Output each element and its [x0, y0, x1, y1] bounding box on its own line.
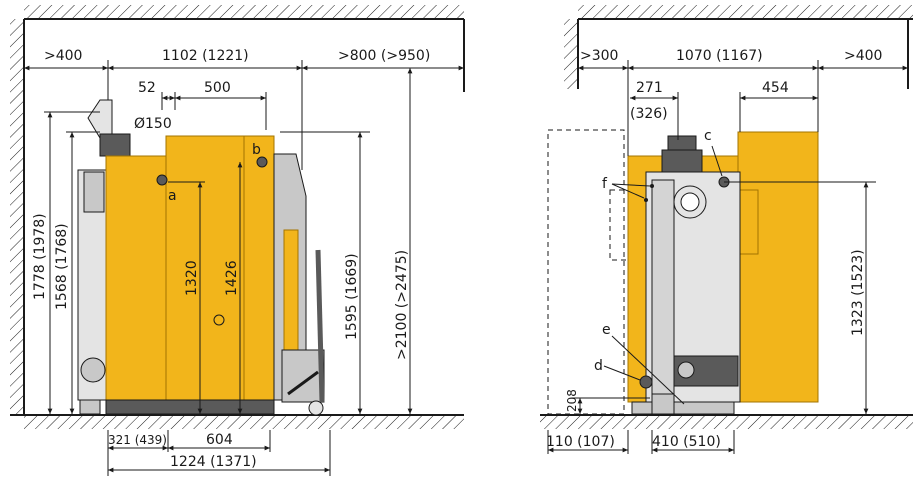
dim-right-clearance: >400: [844, 48, 882, 64]
label-c: c: [704, 128, 712, 144]
dim-271: 271: [636, 80, 663, 96]
dim-left-clearance: >400: [44, 48, 82, 64]
dim-boiler-width: 1070 (1167): [676, 48, 763, 64]
label-a: a: [168, 188, 177, 204]
left-dimension-texts: >400 1102 (1221) >800 (>950) 52 500 Ø150…: [32, 48, 430, 470]
dim-326: (326): [630, 106, 668, 122]
left-room-boundaries: [10, 5, 465, 429]
dim-height-1426: 1426: [224, 260, 240, 296]
right-dimension-texts: >300 1070 (1167) >400 271 (326) 454 1323…: [546, 48, 882, 450]
label-e: e: [602, 322, 611, 338]
dim-321: 321 (439): [108, 433, 167, 447]
dim-height-1568: 1568 (1768): [54, 223, 70, 310]
right-dimension-lines: [547, 60, 908, 454]
dim-height-2100: >2100 (>2475): [394, 250, 410, 360]
dim-52: 52: [138, 80, 156, 96]
dim-height-1595: 1595 (1669): [344, 253, 360, 340]
dim-flue-diameter: Ø150: [134, 116, 172, 132]
dim-110: 110 (107): [546, 434, 615, 450]
right-front-view: >300 1070 (1167) >400 271 (326) 454 1323…: [540, 5, 913, 454]
dim-height-1778: 1778 (1978): [32, 213, 48, 300]
dim-1224: 1224 (1371): [170, 454, 257, 470]
label-f: f: [602, 176, 608, 192]
right-boiler-body: [547, 129, 819, 415]
dim-height-1323: 1323 (1523): [850, 249, 866, 336]
dim-boiler-length: 1102 (1221): [162, 48, 249, 64]
right-room-boundaries: [540, 5, 913, 429]
dim-height-1320: 1320: [184, 260, 200, 296]
left-side-view: >400 1102 (1221) >800 (>950) 52 500 Ø150…: [10, 5, 465, 476]
dim-604: 604: [206, 432, 233, 448]
dim-454: 454: [762, 80, 789, 96]
dim-500: 500: [204, 80, 231, 96]
label-b: b: [252, 142, 261, 158]
left-dimension-lines: [24, 60, 464, 476]
label-d: d: [594, 358, 603, 374]
left-boiler-body: [77, 99, 325, 416]
dim-height-208: 208: [565, 389, 579, 412]
dim-410: 410 (510): [652, 434, 721, 450]
dim-front-clearance: >800 (>950): [338, 48, 430, 64]
dim-side-clearance: >300: [580, 48, 618, 64]
